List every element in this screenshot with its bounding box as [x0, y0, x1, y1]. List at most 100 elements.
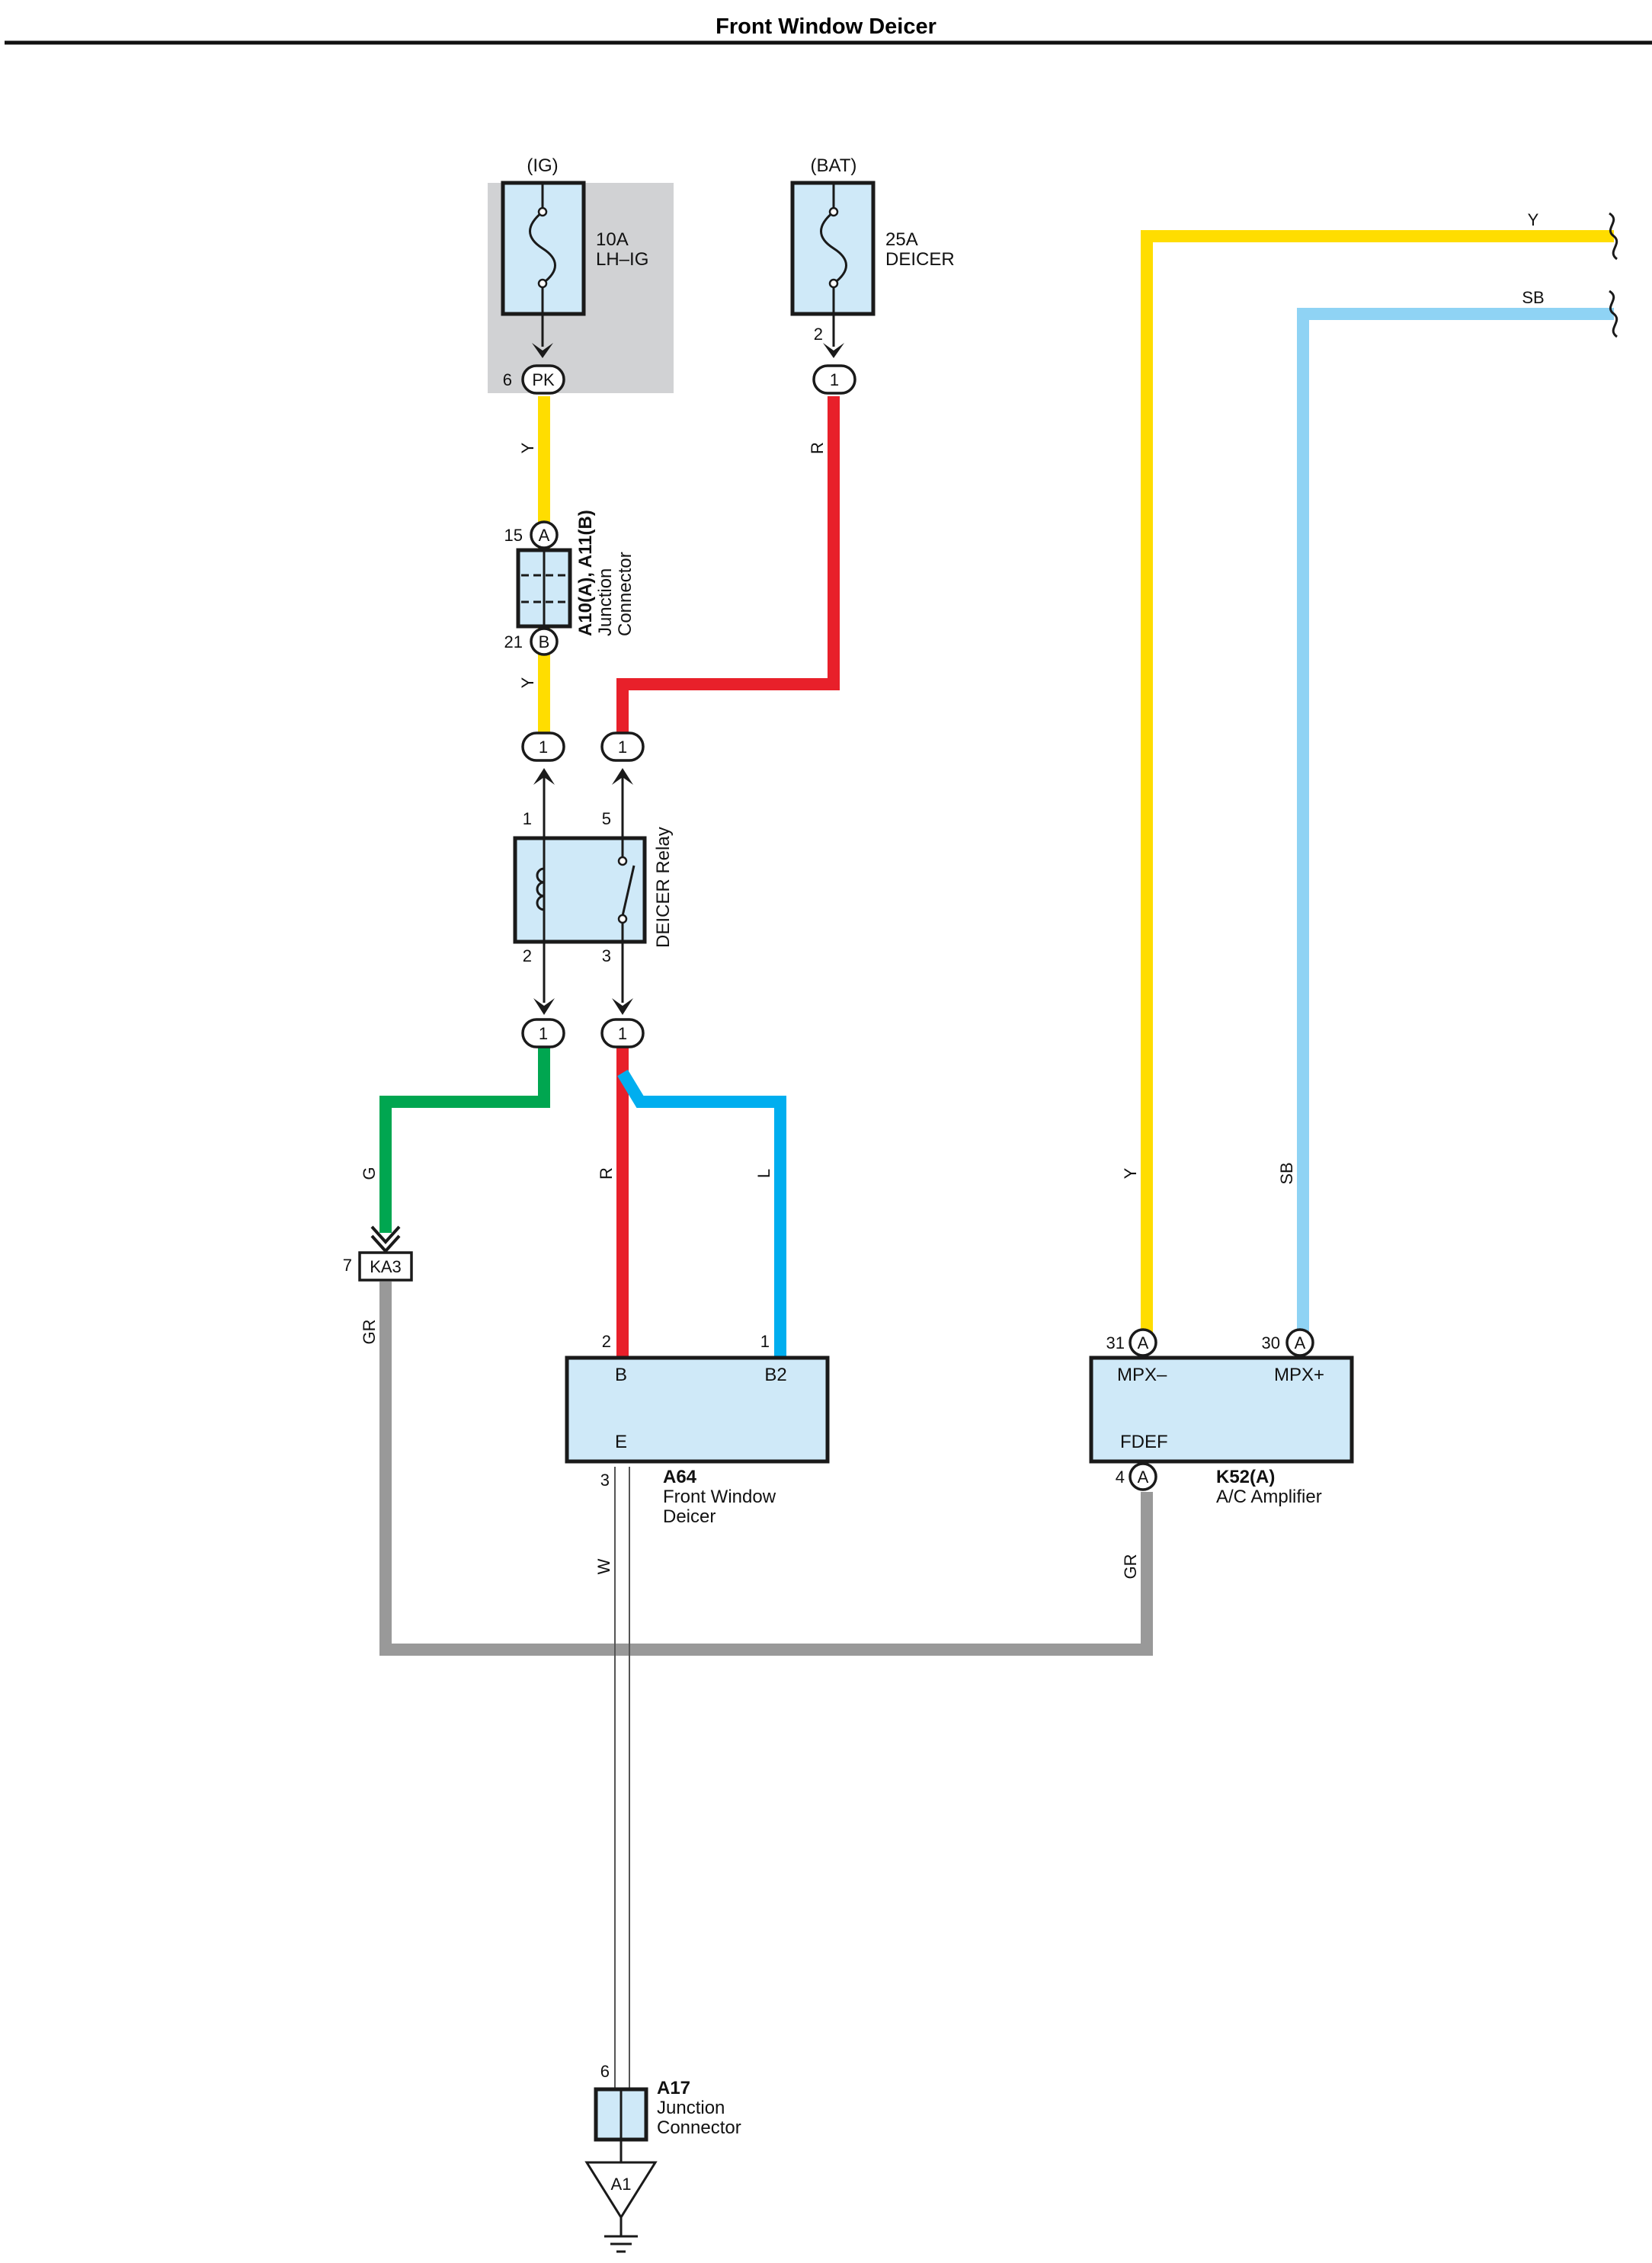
wire-label-y-amp: Y [1121, 1167, 1140, 1179]
amp-term-mpx-plus: MPX+ [1274, 1365, 1324, 1385]
amp-term-fdef: FDEF [1120, 1432, 1168, 1452]
relay-pin-2: 2 [523, 946, 532, 965]
amp-conn-mpx-plus-label: A [1295, 1333, 1306, 1352]
wire-label-sb-right: SB [1522, 288, 1544, 307]
junction-a17-desc-1: Junction [657, 2098, 725, 2118]
amp-pin-mpx-minus: 31 [1106, 1333, 1125, 1352]
ka3-arrow-icon [370, 1225, 401, 1253]
junction-a10-conn-a-label: A [539, 526, 550, 545]
wire-label-l: L [754, 1169, 773, 1178]
ground-name: A1 [611, 2175, 632, 2194]
relay-top-arrows [533, 768, 633, 838]
relay-top-connector-5-label: 1 [618, 738, 627, 757]
junction-a17-code: A17 [657, 2078, 690, 2098]
bat-source-label: (BAT) [811, 155, 857, 176]
wire-label-gr-left: GR [360, 1320, 379, 1345]
relay-name: DEICER Relay [653, 827, 674, 948]
deicer-desc-1: Front Window [663, 1487, 776, 1507]
ig-pin-number: 6 [503, 370, 512, 389]
deicer-term-e: E [615, 1432, 627, 1452]
ig-fuse-amp: 10A [596, 229, 629, 250]
deicer-term-b: B [615, 1365, 627, 1385]
amp-conn-mpx-minus-label: A [1138, 1333, 1149, 1352]
ka3-connector [358, 1251, 413, 1282]
amp-pin-mpx-plus: 30 [1262, 1333, 1280, 1352]
break-mark-sb [1609, 290, 1618, 338]
relay-box [513, 836, 647, 944]
wire-sb-mpx [1297, 308, 1614, 1343]
ig-fuse-name: LH–IG [596, 249, 648, 270]
junction-a10-pin-bottom: 21 [504, 632, 523, 651]
junction-a10-desc-1: Junction [595, 568, 616, 636]
wire-label-sb-amp: SB [1277, 1162, 1296, 1184]
deicer-pin-b: 2 [602, 1332, 611, 1351]
ig-fuse-icon [529, 183, 556, 358]
bat-fuse-name: DEICER [885, 249, 955, 270]
amp-conn-fdef [1129, 1462, 1157, 1491]
ka3-name: KA3 [370, 1257, 402, 1276]
relay-bottom-connector-2 [521, 1018, 565, 1048]
amp-pin-fdef: 4 [1116, 1468, 1125, 1487]
relay-pin-3: 3 [602, 946, 611, 965]
bat-fuse-amp: 25A [885, 229, 918, 250]
junction-a10-pin-top: 15 [504, 526, 523, 545]
wire-label-w: W [594, 1558, 613, 1574]
deicer-desc-2: Deicer [663, 1506, 716, 1527]
wire-label-gr-right: GR [1121, 1554, 1140, 1580]
relay-top-connector-5 [600, 731, 645, 762]
wire-label-y-upper: Y [518, 442, 537, 453]
wire-w [614, 1467, 630, 2097]
junction-a10-conn-b-label: B [539, 632, 550, 651]
ka3-pin: 7 [343, 1256, 352, 1275]
deicer-box [565, 1356, 830, 1464]
wire-y-mpx [1141, 230, 1614, 1343]
wire-label-r-lower: R [597, 1167, 616, 1180]
amp-conn-mpx-plus [1285, 1328, 1314, 1357]
relay-coil-icon [536, 838, 546, 942]
page-title: Front Window Deicer [716, 14, 936, 39]
ig-source-label: (IG) [527, 155, 558, 176]
bat-pin-number: 2 [814, 325, 823, 344]
wire-gr [379, 1282, 1153, 1656]
amp-term-mpx-minus: MPX– [1117, 1365, 1167, 1385]
relay-top-connector-1-label: 1 [539, 738, 548, 757]
junction-a17-pin: 6 [600, 2062, 610, 2081]
deicer-pin-e: 3 [600, 1471, 610, 1490]
wire-l [617, 1069, 786, 1359]
relay-switch-icon [617, 838, 636, 942]
wire-label-y-right: Y [1528, 210, 1539, 229]
ground-triangle [584, 2161, 658, 2220]
ig-connector-label: PK [532, 370, 555, 389]
junction-a10-dashes [521, 550, 567, 626]
junction-a10-conn-a [530, 520, 559, 549]
break-mark-y [1609, 212, 1618, 261]
relay-bottom-connector-3 [600, 1018, 645, 1048]
relay-bottom-arrows [533, 942, 633, 1015]
deicer-pin-b2: 1 [760, 1332, 770, 1351]
relay-pin-5: 5 [602, 809, 611, 828]
relay-bottom-connector-2-label: 1 [539, 1024, 548, 1043]
amplifier-desc: A/C Amplifier [1216, 1487, 1322, 1507]
amplifier-box [1089, 1356, 1354, 1464]
amp-conn-mpx-minus [1129, 1328, 1157, 1357]
relay-top-connector-1 [521, 731, 565, 762]
wire-r-bat [616, 396, 840, 736]
relay-pin-1: 1 [523, 809, 532, 828]
wire-label-g: G [360, 1167, 379, 1180]
ig-connector-pk [521, 364, 565, 395]
wire-g [379, 1048, 550, 1233]
junction-a17-desc-2: Connector [657, 2117, 741, 2138]
amplifier-code: K52(A) [1216, 1467, 1275, 1487]
junction-a10-conn-b [530, 627, 559, 656]
junction-a10-name: A10(A), A11(B) [575, 510, 596, 636]
junction-a10-desc-2: Connector [615, 552, 636, 636]
bat-connector-label: 1 [830, 370, 839, 389]
wire-label-r-upper: R [808, 442, 827, 454]
ground-icon [604, 2217, 638, 2253]
bat-fuse-icon [820, 183, 847, 358]
amp-conn-fdef-label: A [1138, 1468, 1149, 1487]
deicer-term-b2: B2 [764, 1365, 786, 1385]
deicer-code: A64 [663, 1467, 697, 1487]
bat-connector [812, 364, 856, 395]
